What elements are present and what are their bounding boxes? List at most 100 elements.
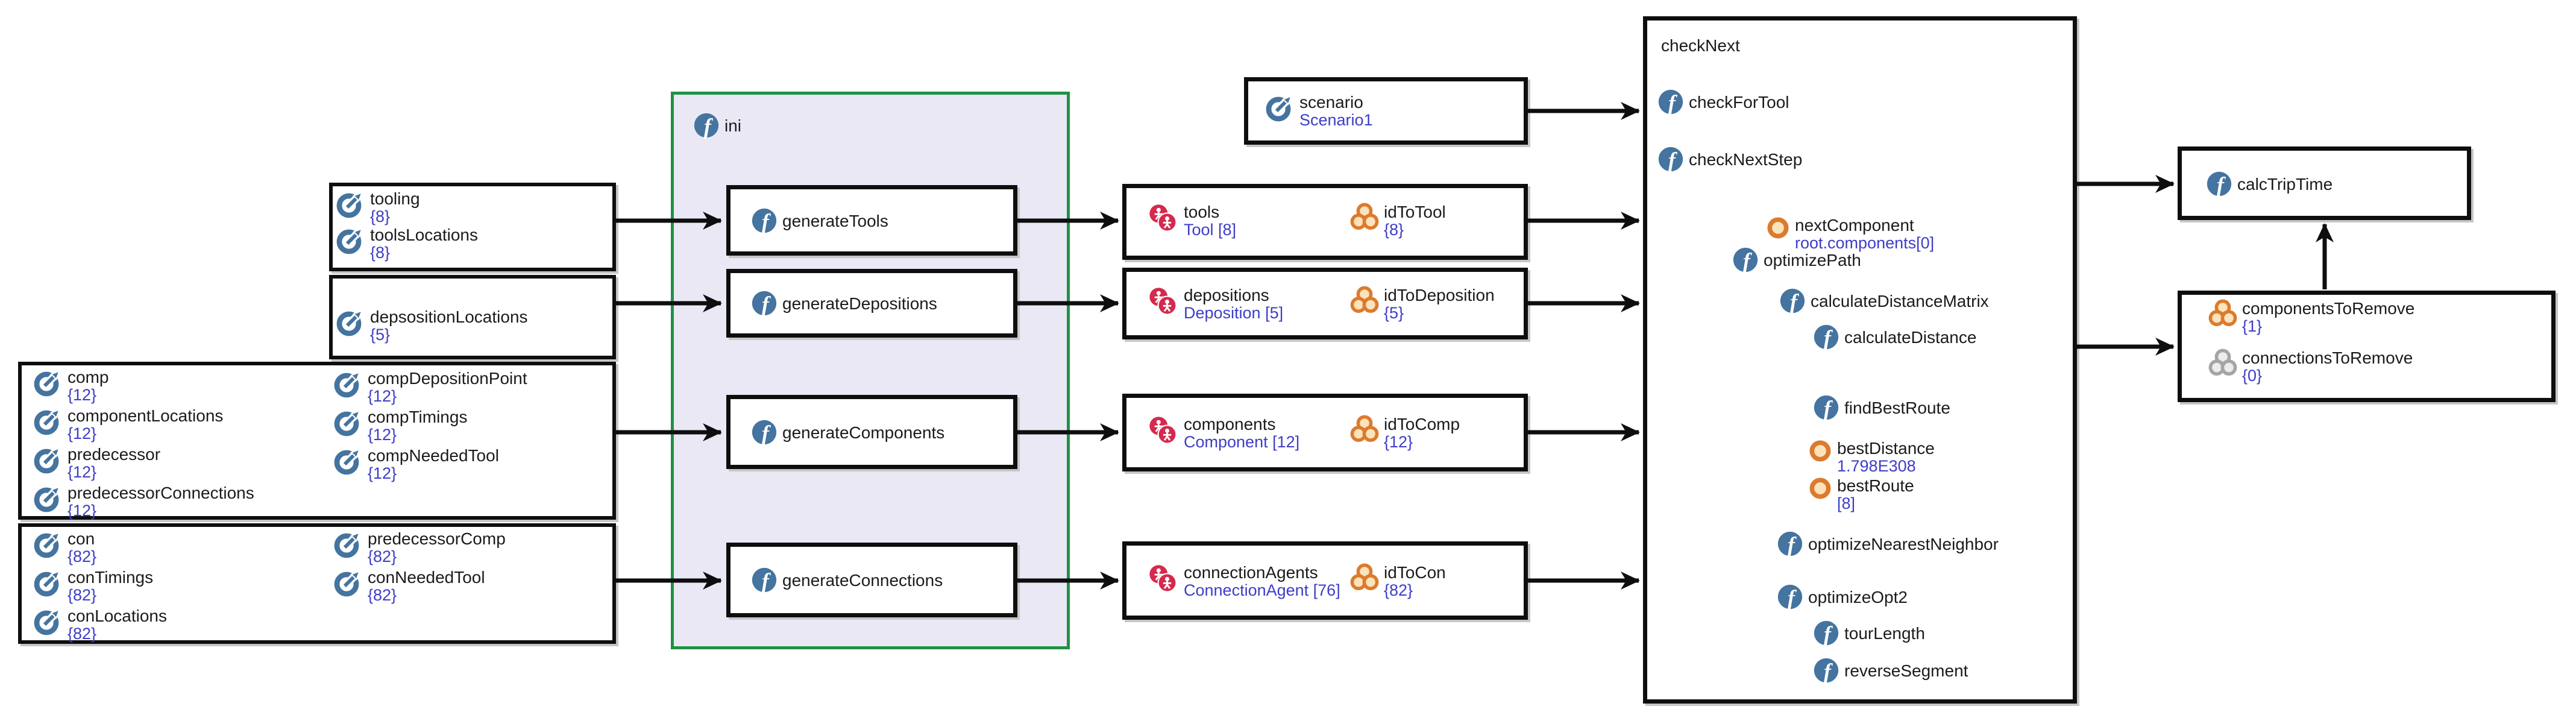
item-name: componentsToRemove (2242, 299, 2415, 318)
entry-components-to-remove[interactable]: componentsToRemove {1} (2208, 299, 2414, 335)
group-box-components-data[interactable] (18, 362, 616, 520)
item-value: {12} (68, 386, 97, 404)
item-value: {1} (2242, 317, 2263, 335)
entry-best-distance[interactable]: bestDistance 1.798E308 (1808, 439, 1935, 475)
entry-tooling[interactable]: tooling {8} (336, 189, 420, 225)
item-name: calculateDistanceMatrix (1811, 292, 1989, 310)
entry-generate-connections[interactable]: generateConnections (751, 567, 943, 593)
check-next-title: checkNext (1661, 36, 1740, 55)
entry-calc-trip-time[interactable]: calcTripTime (2206, 171, 2333, 197)
entry-connections-to-remove[interactable]: connectionsToRemove {0} (2208, 348, 2413, 385)
parameter-icon (334, 408, 363, 436)
entry-tour-length[interactable]: tourLength (1813, 620, 1925, 646)
box-tools-population[interactable] (1122, 184, 1528, 260)
entry-best-route[interactable]: bestRoute [8] (1808, 476, 1914, 512)
parameter-icon (34, 406, 63, 435)
entry-generate-tools[interactable]: generateTools (751, 207, 888, 234)
group-box-deposition-locations[interactable] (329, 275, 616, 359)
box-components-population[interactable] (1122, 394, 1528, 471)
entry-calculate-distance-matrix[interactable]: calculateDistanceMatrix (1779, 288, 1989, 314)
entry-calculate-distance[interactable]: calculateDistance (1813, 324, 1976, 350)
entry-con-locations[interactable]: conLocations {82} (34, 606, 167, 643)
entry-find-best-route[interactable]: findBestRoute (1813, 394, 1950, 421)
entry-con-timings[interactable]: conTimings {82} (34, 568, 153, 604)
function-icon (1779, 288, 1806, 314)
item-name: compDepositionPoint (368, 369, 527, 388)
entry-con[interactable]: con {82} (34, 529, 96, 566)
entry-depsosition-locations[interactable]: depsositionLocations {5} (336, 307, 528, 344)
item-name: predecessorComp (368, 529, 506, 548)
item-name: components (1184, 415, 1276, 433)
item-value: {8} (370, 244, 391, 262)
item-value: {12} (1384, 433, 1413, 451)
entry-comp-deposition-point[interactable]: compDepositionPoint {12} (334, 369, 527, 405)
entry-reverse-segment[interactable]: reverseSegment (1813, 657, 1968, 684)
entry-optimize-opt2[interactable]: optimizeOpt2 (1777, 584, 1908, 610)
function-icon (751, 567, 778, 593)
entry-check-for-tool[interactable]: checkForTool (1657, 89, 1789, 115)
group-box-connections-data[interactable] (18, 523, 616, 644)
entry-generate-depositions[interactable]: generateDepositions (751, 290, 937, 317)
entry-id-to-con[interactable]: idToCon {82} (1350, 563, 1446, 599)
entry-id-to-comp[interactable]: idToComp {12} (1350, 415, 1460, 451)
entry-comp[interactable]: comp {12} (34, 368, 108, 404)
collection-icon (1350, 203, 1379, 232)
box-connection-agents-population[interactable] (1122, 541, 1528, 620)
group-box-tooling[interactable] (329, 183, 616, 271)
entry-optimize-path[interactable]: optimizePath (1732, 247, 1861, 273)
box-to-remove[interactable] (2178, 291, 2556, 402)
entry-predecessor-connections[interactable]: predecessorConnections {12} (34, 484, 254, 520)
item-value: root.components[0] (1795, 234, 1935, 252)
collection-icon (2208, 299, 2237, 328)
item-value: Scenario1 (1299, 111, 1373, 129)
item-value: {82} (68, 586, 97, 604)
box-generate-connections[interactable] (726, 543, 1017, 617)
item-name: ini (724, 116, 742, 135)
entry-next-component[interactable]: nextComponent root.components[0] (1766, 216, 1934, 252)
entry-check-next-step[interactable]: checkNextStep (1657, 146, 1802, 172)
box-scenario[interactable] (1244, 77, 1528, 145)
item-value: {5} (1384, 304, 1404, 322)
function-icon (1657, 146, 1684, 172)
entry-comp-needed-tool[interactable]: compNeededTool {12} (334, 446, 499, 482)
item-name: depositions (1184, 286, 1269, 304)
entry-comp-timings[interactable]: compTimings {12} (334, 408, 467, 444)
entry-component-locations[interactable]: componentLocations {12} (34, 406, 223, 443)
item-name: generateDepositions (782, 294, 937, 313)
item-value: {12} (368, 387, 397, 405)
item-name: optimizeOpt2 (1808, 588, 1908, 606)
entry-depositions-population[interactable]: depositions Deposition [5] (1146, 286, 1283, 322)
function-icon (1813, 657, 1839, 684)
entry-connection-agents-population[interactable]: connectionAgents ConnectionAgent [76] (1146, 563, 1340, 599)
item-value: {5} (370, 326, 391, 344)
entry-tools-population[interactable]: tools Tool [8] (1146, 203, 1236, 239)
entry-scenario[interactable]: scenario Scenario1 (1266, 93, 1373, 129)
entry-generate-components[interactable]: generateComponents (751, 419, 944, 446)
entry-con-needed-tool[interactable]: conNeededTool {82} (334, 568, 485, 604)
function-icon (1813, 324, 1839, 350)
item-name: optimizeNearestNeighbor (1808, 535, 1999, 553)
collection-icon (1350, 563, 1379, 592)
entry-predecessor-comp[interactable]: predecessorComp {82} (334, 529, 506, 566)
agent-population-icon (1146, 286, 1179, 316)
entry-ini[interactable]: ini (693, 112, 741, 139)
entry-id-to-tool[interactable]: idToTool {8} (1350, 203, 1446, 239)
item-name: idToCon (1384, 563, 1446, 582)
item-name: scenario (1299, 93, 1363, 112)
item-name: tooling (370, 189, 420, 208)
item-value: [8] (1837, 494, 1856, 512)
entry-components-population[interactable]: components Component [12] (1146, 415, 1299, 451)
entry-predecessor[interactable]: predecessor {12} (34, 445, 160, 481)
entry-tools-locations[interactable]: toolsLocations {8} (336, 225, 478, 262)
item-value: {82} (68, 625, 97, 643)
item-value: {8} (1384, 221, 1404, 239)
entry-optimize-nearest-neighbor[interactable]: optimizeNearestNeighbor (1777, 531, 1999, 557)
parameter-icon (34, 529, 63, 558)
item-name: conNeededTool (368, 568, 485, 587)
entry-id-to-deposition[interactable]: idToDeposition {5} (1350, 286, 1495, 322)
box-generate-tools[interactable] (726, 185, 1017, 256)
box-depositions-population[interactable] (1122, 268, 1528, 339)
item-value: {82} (1384, 581, 1413, 599)
item-name: predecessorConnections (68, 484, 254, 502)
box-check-next[interactable] (1643, 16, 2077, 704)
